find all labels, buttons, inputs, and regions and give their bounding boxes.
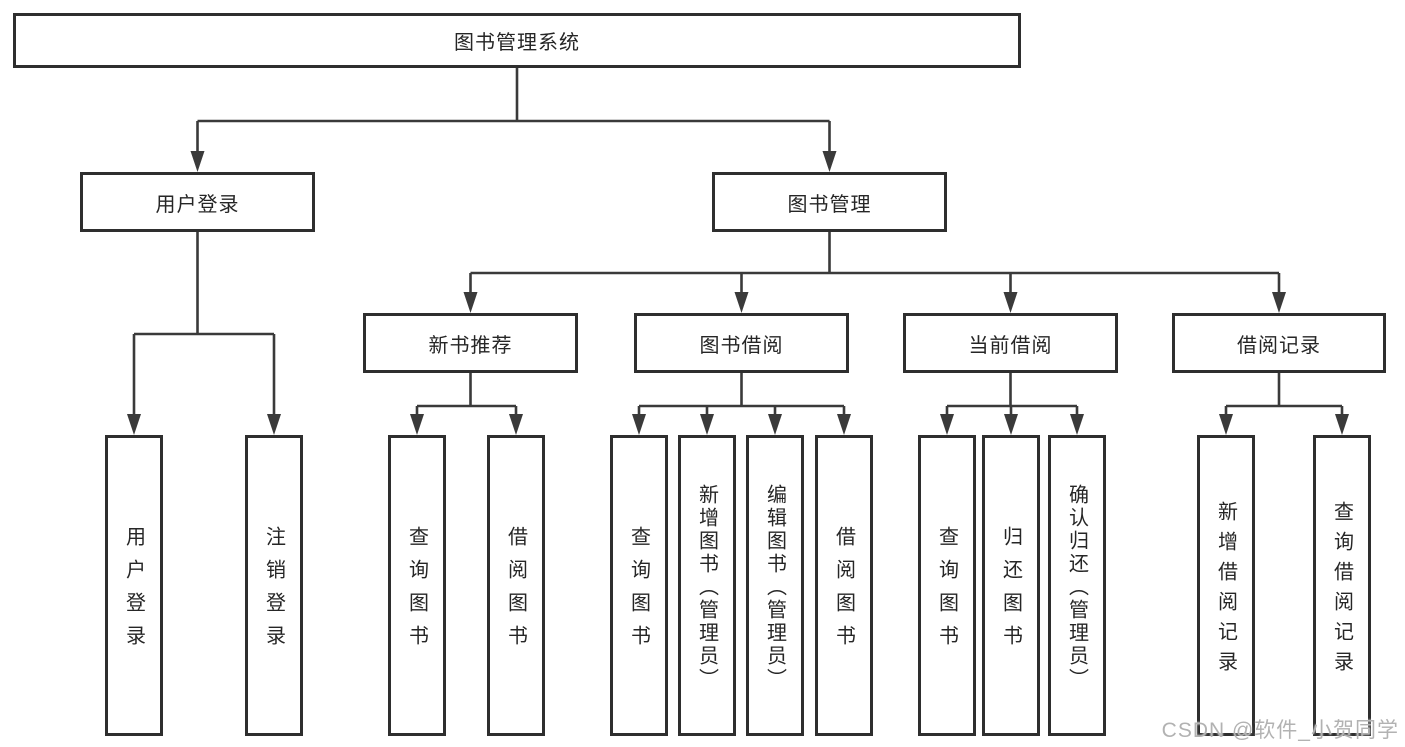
node-label: 注销登录	[262, 526, 285, 658]
node-leaf-query-books: 查询图书	[918, 435, 976, 736]
node-label: 图书借阅	[699, 334, 784, 357]
node-label: 新书推荐	[428, 334, 513, 357]
node-leaf-query-borrow-record: 查询借阅记录	[1313, 435, 1371, 736]
node-label: 借阅记录	[1237, 334, 1321, 357]
node-leaf-edit-books-admin: 编辑图书（管理员）	[746, 435, 804, 736]
node-label: 用户登录	[122, 526, 145, 658]
node-label: 新增借阅记录	[1214, 500, 1237, 681]
node-label: 借阅图书	[832, 526, 855, 658]
node-label: 当前借阅	[968, 334, 1053, 357]
node-book-borrow: 图书借阅	[634, 313, 849, 373]
csdn-watermark: CSDN @软件_小贺同学	[1161, 719, 1399, 742]
node-leaf-user-login: 用户登录	[105, 435, 163, 736]
node-new-book-recommend: 新书推荐	[363, 313, 578, 373]
node-label: 查询图书	[935, 526, 958, 658]
node-leaf-query-books: 查询图书	[388, 435, 446, 736]
node-leaf-return-books: 归还图书	[982, 435, 1040, 736]
node-leaf-add-books-admin: 新增图书（管理员）	[678, 435, 736, 736]
node-label: 编辑图书（管理员）	[763, 483, 786, 691]
node-leaf-borrow-books: 借阅图书	[487, 435, 545, 736]
node-leaf-confirm-return-admin: 确认归还（管理员）	[1048, 435, 1106, 736]
node-label: 图书管理系统	[454, 32, 580, 54]
node-label: 归还图书	[999, 526, 1022, 658]
node-book-management-branch: 图书管理	[712, 172, 947, 232]
node-borrow-records: 借阅记录	[1172, 313, 1386, 373]
node-user-login-branch: 用户登录	[80, 172, 315, 232]
node-label: 查询图书	[405, 526, 428, 658]
node-current-borrow: 当前借阅	[903, 313, 1118, 373]
node-label: 图书管理	[787, 193, 872, 216]
node-leaf-logout: 注销登录	[245, 435, 303, 736]
node-leaf-borrow-books: 借阅图书	[815, 435, 873, 736]
node-label: 确认归还（管理员）	[1065, 483, 1088, 691]
node-label: 用户登录	[155, 193, 240, 216]
node-label: 查询借阅记录	[1330, 500, 1353, 681]
node-leaf-add-borrow-record: 新增借阅记录	[1197, 435, 1255, 736]
node-label: 查询图书	[627, 526, 650, 658]
node-root-system: 图书管理系统	[13, 13, 1021, 68]
node-label: 新增图书（管理员）	[695, 483, 718, 691]
node-leaf-query-books: 查询图书	[610, 435, 668, 736]
arrowheads	[127, 151, 1349, 435]
node-label: 借阅图书	[504, 526, 527, 658]
